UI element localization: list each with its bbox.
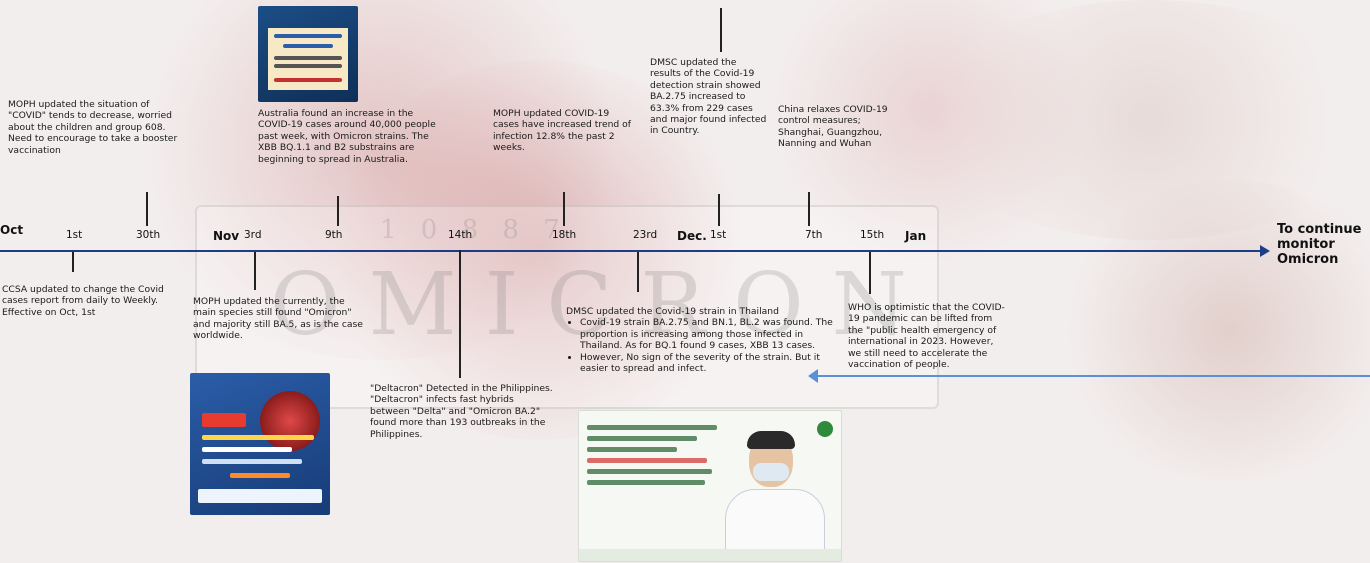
connector-oct30 [146,192,148,226]
month-label-oct: Oct [0,223,24,237]
month-label-dec: Dec. [677,229,707,243]
connector-dec1 [718,194,720,226]
connector-nov14 [459,250,461,378]
event-note-oct30: MOPH updated the situation of "COVID" te… [8,99,178,156]
pointer-arrowhead [808,369,818,383]
connector-dec15 [869,252,871,294]
day-label: 7th [805,229,823,241]
event-note-nov23: DMSC updated the Covid-19 strain in Thai… [566,306,836,374]
day-label: 18th [552,229,577,241]
event-note-nov3: MOPH updated the currently, the main spe… [193,296,363,342]
connector-nov9 [337,196,339,226]
day-label: 1st [710,229,727,241]
connector-nov23 [637,252,639,292]
event-note-nov23-bullet: However, No sign of the severity of the … [580,352,836,375]
timeline-arrowhead [1260,245,1270,257]
australia-news-thumbnail [258,6,358,102]
event-note-dec1: DMSC updated the results of the Covid-19… [650,57,767,137]
connector-nov3 [254,252,256,290]
pointer-arrow-line [815,375,1370,377]
day-label: 14th [448,229,473,241]
day-label: 15th [860,229,885,241]
dmsc-press-thumbnail [578,410,842,562]
omicron-poster-thumbnail [190,373,330,515]
event-note-nov23-bullet: Covid-19 strain BA.2.75 and BN.1, BL.2 w… [580,317,836,351]
day-label: 23rd [633,229,658,241]
event-note-oct1: CCSA updated to change the Covid cases r… [2,284,164,318]
dec1-upper-connector [720,8,722,52]
event-note-nov18: MOPH updated COVID-19 cases have increas… [493,108,632,154]
continue-monitor-label: To continue monitor Omicron [1277,222,1362,267]
month-label-jan: Jan [905,229,927,243]
connector-dec7 [808,192,810,226]
connector-oct1 [72,252,74,272]
event-note-dec15: WHO is optimistic that the COVID-19 pand… [848,302,1005,371]
connector-nov18 [563,192,565,226]
event-note-nov9: Australia found an increase in the COVID… [258,108,436,165]
event-note-nov23-title: DMSC updated the Covid-19 strain in Thai… [566,306,779,317]
day-label: 30th [136,229,161,241]
month-label-nov: Nov [213,229,240,243]
day-label: 9th [325,229,343,241]
day-label: 1st [66,229,83,241]
event-note-dec7: China relaxes COVID-19 control measures;… [778,104,888,150]
day-label: 3rd [244,229,262,241]
event-note-nov14: "Deltacron" Detected in the Philippines.… [370,383,553,440]
timeline-axis [0,250,1262,252]
